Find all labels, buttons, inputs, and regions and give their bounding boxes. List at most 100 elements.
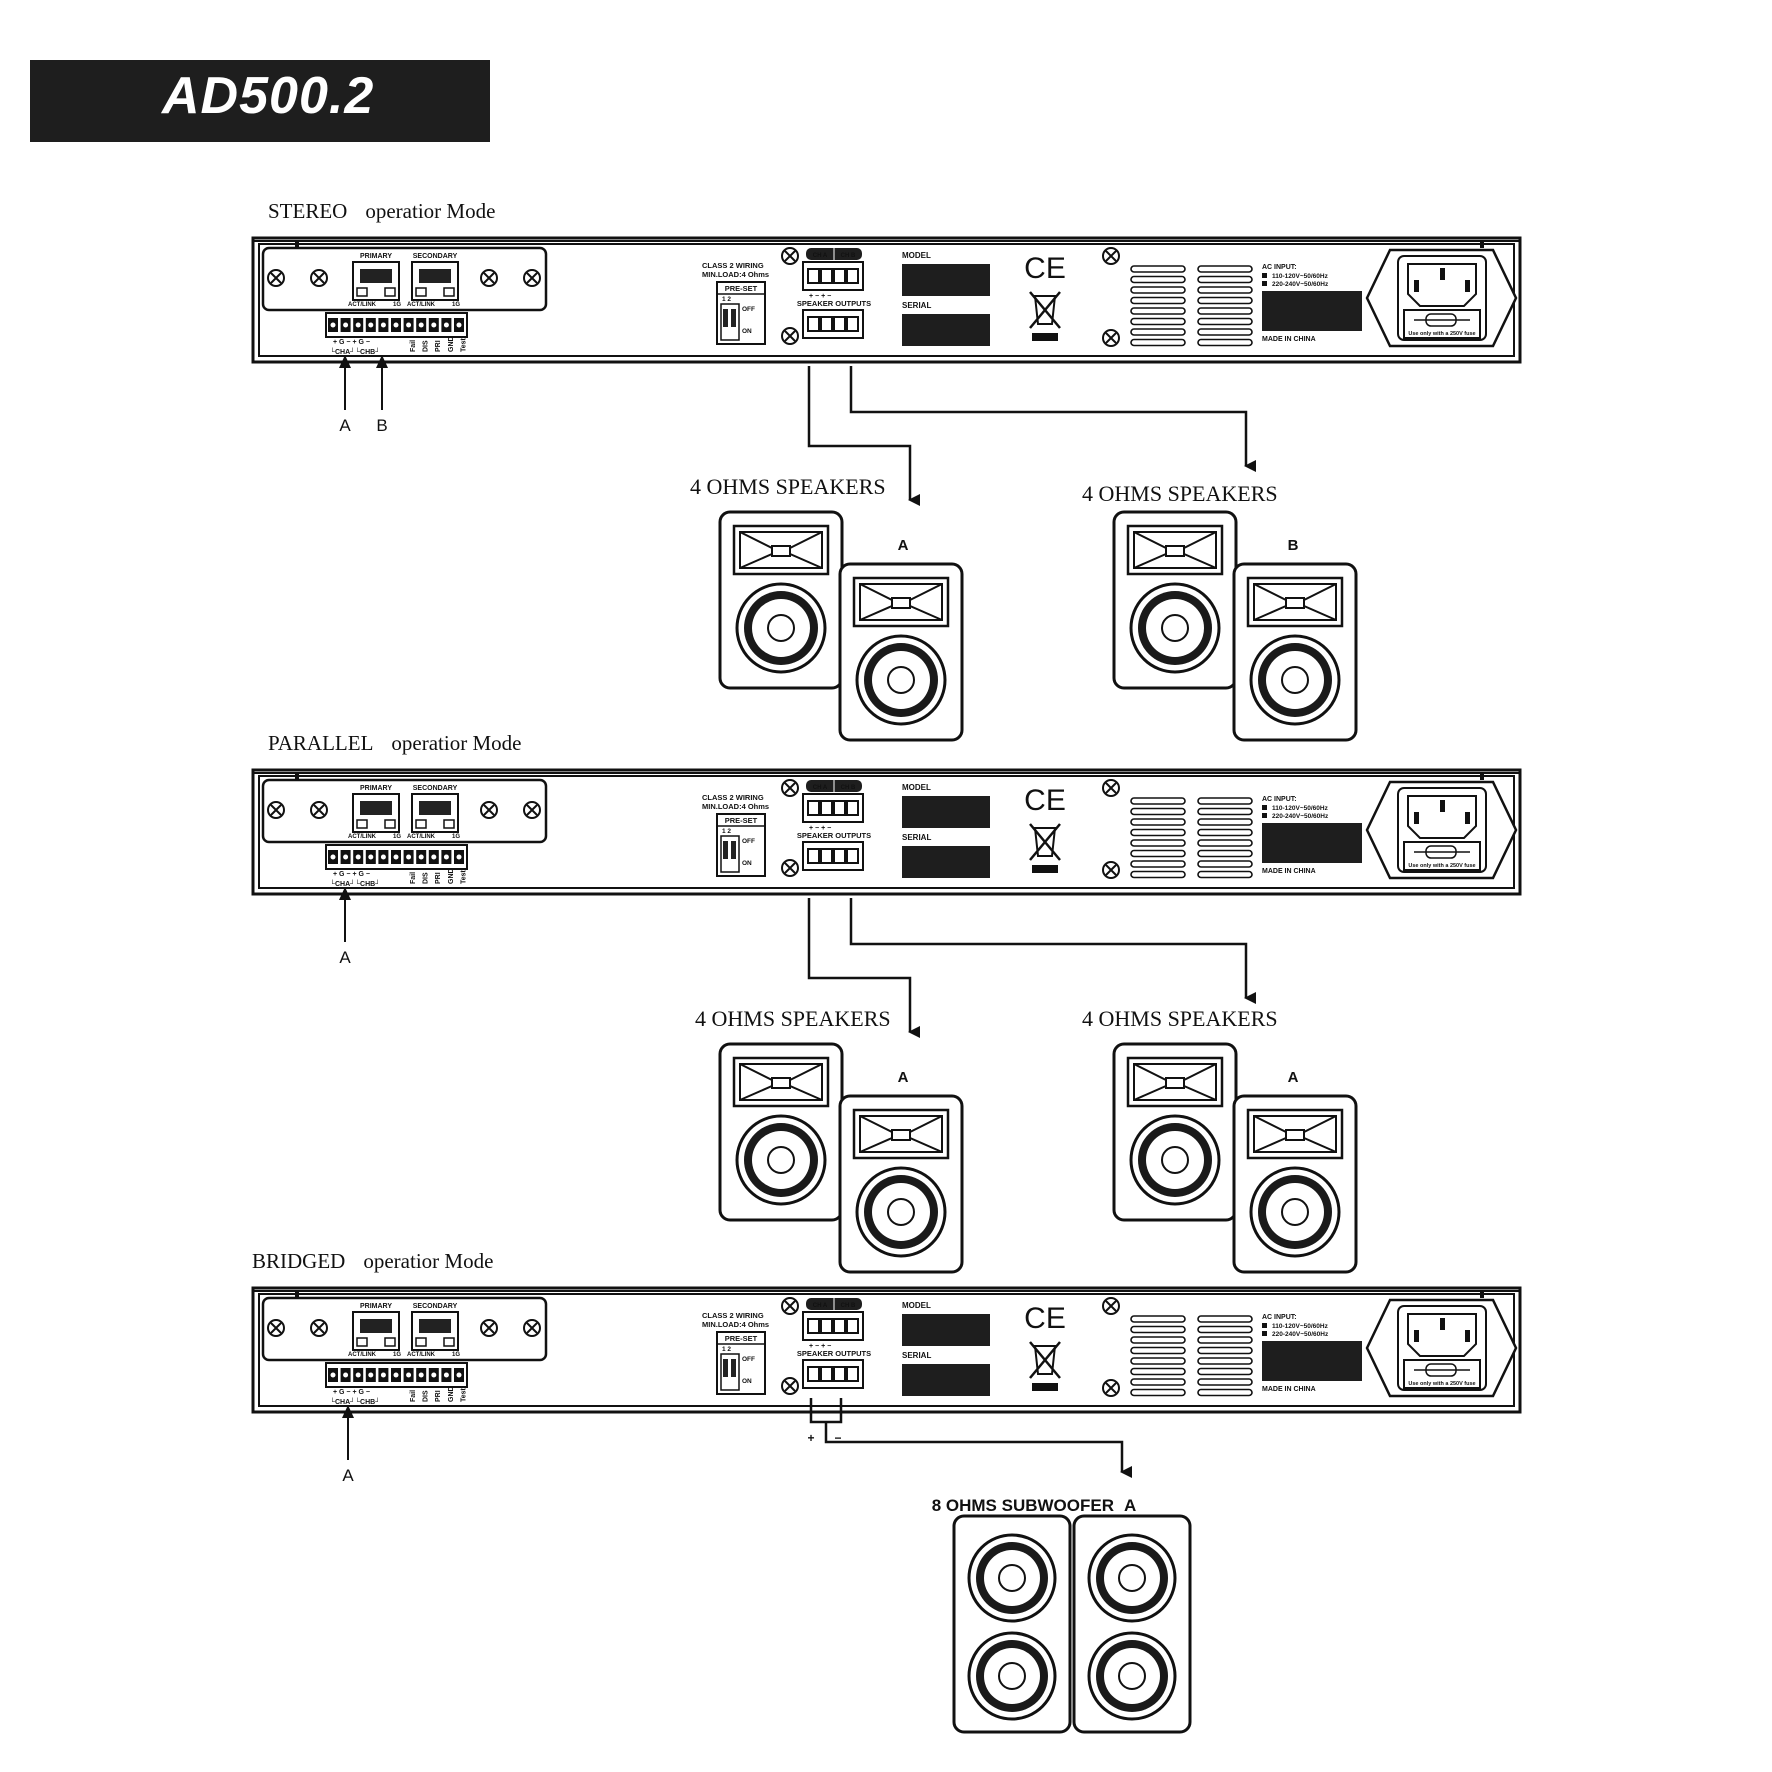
screw-icon xyxy=(267,1319,285,1337)
act-link-label: ACT/LINK xyxy=(348,834,377,840)
speaker-group-label: 4 OHMS SPEAKERS xyxy=(1082,1006,1278,1031)
iec-pin xyxy=(1440,1318,1445,1330)
screw-icon xyxy=(1102,329,1120,347)
dip-switch-lever xyxy=(731,309,736,327)
iec-socket xyxy=(1407,1313,1477,1357)
preset-label: PRE-SET xyxy=(725,1334,758,1343)
weee-cross-icon xyxy=(1029,823,1061,861)
off-label: OFF xyxy=(742,1356,755,1363)
mode-suffix: operatior Mode xyxy=(363,1249,493,1273)
preset-label: PRE-SET xyxy=(725,816,758,825)
vent-slot xyxy=(1130,307,1186,315)
serial-plate xyxy=(902,314,990,346)
ac-input-label: AC INPUT: xyxy=(1262,796,1297,803)
terminal-screw-hole xyxy=(406,1372,412,1378)
terminal-function-label: Fail xyxy=(410,872,417,884)
iec-pin xyxy=(1440,800,1445,812)
screw-icon xyxy=(1102,1297,1120,1315)
vent-slot xyxy=(1130,296,1186,305)
weee-bar xyxy=(1032,333,1058,341)
wire-to-speakers-right xyxy=(849,366,1256,472)
made-in-label: MADE IN CHINA xyxy=(1262,336,1316,343)
screw-icon xyxy=(480,801,498,819)
input-arrow-head xyxy=(376,355,388,368)
screw-icon xyxy=(523,1319,541,1337)
woofer-icon xyxy=(967,1533,1057,1623)
weee-bar xyxy=(1032,1383,1058,1391)
terminal-function-label: GND xyxy=(448,336,455,352)
weee-bar xyxy=(1032,865,1058,873)
network-card xyxy=(261,246,548,312)
vent-slot xyxy=(1197,265,1253,273)
vent-slot xyxy=(1130,286,1186,294)
wire-to-subwoofer xyxy=(824,1422,1132,1478)
terminal-screw-hole xyxy=(343,854,349,860)
wire-to-speakers-left xyxy=(807,366,920,506)
ac-rating-plate xyxy=(1262,1341,1362,1381)
iec-pin xyxy=(1465,812,1470,824)
output-polarity-label: + − + − xyxy=(809,825,831,832)
terminal-function-label: Test xyxy=(460,869,467,884)
wire-to-speakers-left xyxy=(807,898,920,1038)
terminal-screw-hole xyxy=(456,854,462,860)
preset-switch-numbers: 1 2 xyxy=(722,828,731,835)
vent-slot xyxy=(1197,818,1253,826)
terminal-screw-hole xyxy=(431,322,437,328)
vent-slot xyxy=(1197,1378,1253,1386)
iec-pin xyxy=(1414,812,1419,824)
terminal-screw-hole xyxy=(380,1372,386,1378)
chb-label: CH B xyxy=(841,253,856,259)
screw-icon xyxy=(1102,247,1120,265)
iec-pin xyxy=(1414,1330,1419,1342)
terminal-screw-hole xyxy=(406,322,412,328)
vent-slot xyxy=(1197,860,1253,868)
screw-icon xyxy=(523,269,541,287)
minload-label: MIN.LOAD:4 Ohms xyxy=(702,802,769,811)
ac-voltage-2: 220-240V~50/60Hz xyxy=(1272,1331,1329,1338)
vent-slot xyxy=(1130,1346,1186,1355)
vent-slot xyxy=(1197,1367,1253,1376)
ac-bullet xyxy=(1262,273,1267,278)
terminal-function-label: Fail xyxy=(410,1390,417,1402)
ac-voltage-1: 110-120V~50/60Hz xyxy=(1272,1323,1329,1330)
screw-icon xyxy=(781,1377,799,1395)
speaker-icon xyxy=(718,510,844,690)
vent-slot xyxy=(1130,317,1186,326)
class2-label: CLASS 2 WIRING xyxy=(702,1311,764,1320)
off-label: OFF xyxy=(742,838,755,845)
on-label: ON xyxy=(742,1378,752,1385)
terminal-channel-label: └CHA┘└CHB┘ xyxy=(330,879,380,888)
terminal-screw-hole xyxy=(456,322,462,328)
ac-voltage-1: 110-120V~50/60Hz xyxy=(1272,273,1329,280)
speaker-output-block-top xyxy=(802,793,864,823)
terminal-polarity-label: + G − + G − xyxy=(333,1389,370,1396)
speaker-output-block-bottom xyxy=(802,1359,864,1389)
screw-icon xyxy=(267,269,285,287)
vent-slot xyxy=(1130,839,1186,847)
vent-slot xyxy=(1197,1357,1253,1365)
serial-plate xyxy=(902,846,990,878)
ethernet-port-icon xyxy=(411,261,459,301)
vent-slot xyxy=(1197,1346,1253,1355)
screw-icon xyxy=(267,801,285,819)
ethernet-port-icon xyxy=(411,793,459,833)
class2-label: CLASS 2 WIRING xyxy=(702,261,764,270)
panel-notch xyxy=(1480,1292,1484,1298)
model-label: MODEL xyxy=(902,783,931,792)
vent-slot xyxy=(1130,818,1186,826)
terminal-screw-hole xyxy=(330,854,336,860)
woofer-icon xyxy=(1087,1533,1177,1623)
speaker-output-block-bottom xyxy=(802,309,864,339)
ac-input-label: AC INPUT: xyxy=(1262,1314,1297,1321)
screw-icon xyxy=(1102,1379,1120,1397)
terminal-screw-hole xyxy=(431,854,437,860)
input-label: A xyxy=(342,1466,354,1485)
act-link-label: ACT/LINK xyxy=(407,834,436,840)
speaker-outputs-label: SPEAKER OUTPUTS xyxy=(797,831,871,840)
terminal-screw-hole xyxy=(368,322,374,328)
input-arrow-head xyxy=(339,355,351,368)
vent-slot xyxy=(1130,1378,1186,1386)
panel-notch xyxy=(295,774,299,780)
vent-slot xyxy=(1197,828,1253,837)
